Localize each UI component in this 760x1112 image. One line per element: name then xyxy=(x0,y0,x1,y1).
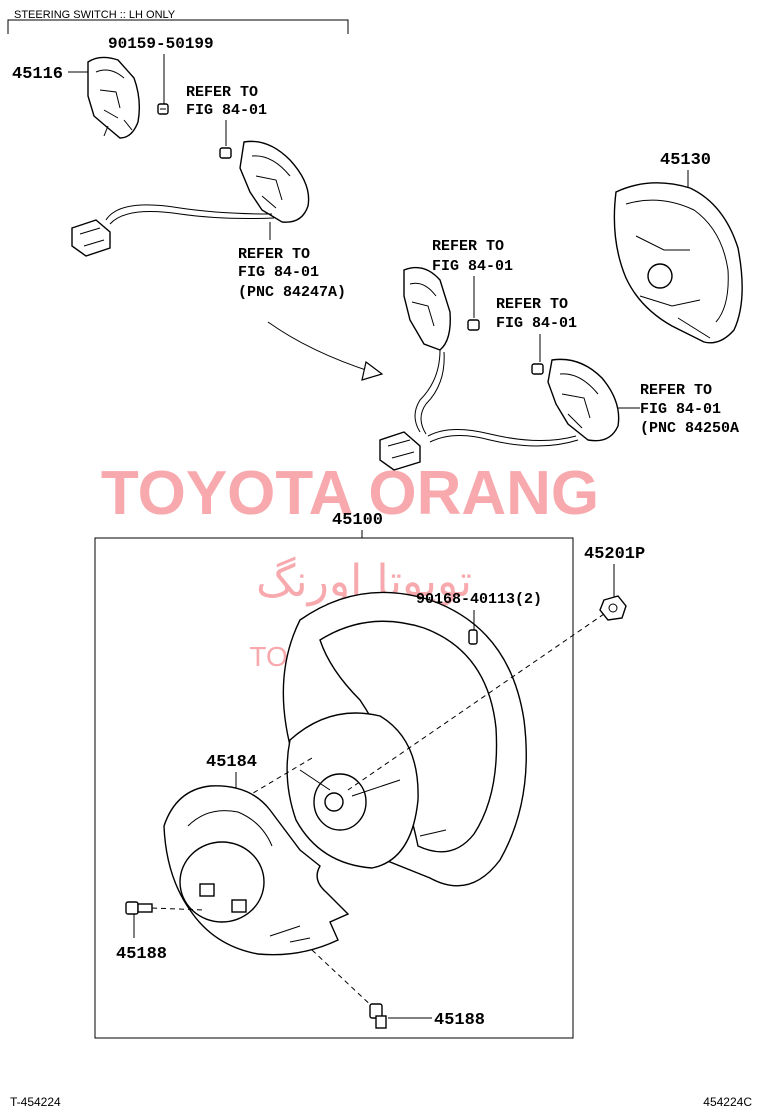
footer-left-code: T-454224 xyxy=(10,1095,61,1109)
refer-2-line1: REFER TO xyxy=(238,246,310,263)
dashed-line-nut xyxy=(347,613,605,791)
screw-90168[interactable] xyxy=(468,629,478,645)
steering-wheel-45100[interactable] xyxy=(282,591,527,887)
wheel-assembly-box xyxy=(94,537,574,1039)
refer-2-line2: FIG 84-01 xyxy=(238,264,319,281)
refer-5-line3: (PNC 84250A xyxy=(640,420,739,437)
connector-2[interactable] xyxy=(379,431,421,471)
part-90168-label: 90168-40113(2) xyxy=(416,591,542,608)
switch-cover-45116[interactable] xyxy=(87,56,141,139)
part-45130-label: 45130 xyxy=(660,151,711,170)
part-45116-label: 45116 xyxy=(12,65,63,84)
refer-5-line1: REFER TO xyxy=(640,382,712,399)
section-label: STEERING SWITCH :: LH ONLY xyxy=(14,9,176,21)
screw-45188-bottom[interactable] xyxy=(369,1003,387,1029)
part-45184-label: 45184 xyxy=(206,753,257,772)
steering-switch-right[interactable] xyxy=(427,358,620,447)
nut-45201P[interactable] xyxy=(599,595,627,621)
screw-refer-1[interactable] xyxy=(219,147,232,159)
steering-switch-left[interactable] xyxy=(403,266,451,435)
airbag-pad-45130[interactable] xyxy=(613,182,743,344)
part-45188-bottom-label: 45188 xyxy=(434,1011,485,1030)
refer-3-line2: FIG 84-01 xyxy=(432,258,513,275)
refer-1-line1: REFER TO xyxy=(186,84,258,101)
refer-1-line2: FIG 84-01 xyxy=(186,102,267,119)
screw-refer-3[interactable] xyxy=(467,319,480,331)
refer-4-line2: FIG 84-01 xyxy=(496,315,577,332)
screw-45188-left[interactable] xyxy=(125,901,153,915)
refer-2-line3: (PNC 84247A) xyxy=(238,284,346,301)
refer-3-line1: REFER TO xyxy=(432,238,504,255)
connector-1[interactable] xyxy=(71,219,111,257)
part-45201P-label: 45201P xyxy=(584,545,645,564)
screw-90159[interactable] xyxy=(157,103,169,115)
part-45100-label: 45100 xyxy=(332,511,383,530)
screw-refer-4[interactable] xyxy=(531,363,544,375)
dashed-line-45188-bottom xyxy=(311,949,377,1011)
section-bracket xyxy=(7,19,349,34)
part-45188-left-label: 45188 xyxy=(116,945,167,964)
steering-switch-assy-1[interactable] xyxy=(105,140,310,225)
watermark-brand: TOYOTA ORANG xyxy=(101,459,599,528)
refer-5-line2: FIG 84-01 xyxy=(640,401,721,418)
footer-right-code: 454224C xyxy=(703,1095,752,1109)
curved-arrow-icon xyxy=(267,321,384,381)
steering-cover-45184[interactable] xyxy=(163,785,350,956)
part-90159-label: 90159-50199 xyxy=(108,35,214,53)
refer-4-line1: REFER TO xyxy=(496,296,568,313)
